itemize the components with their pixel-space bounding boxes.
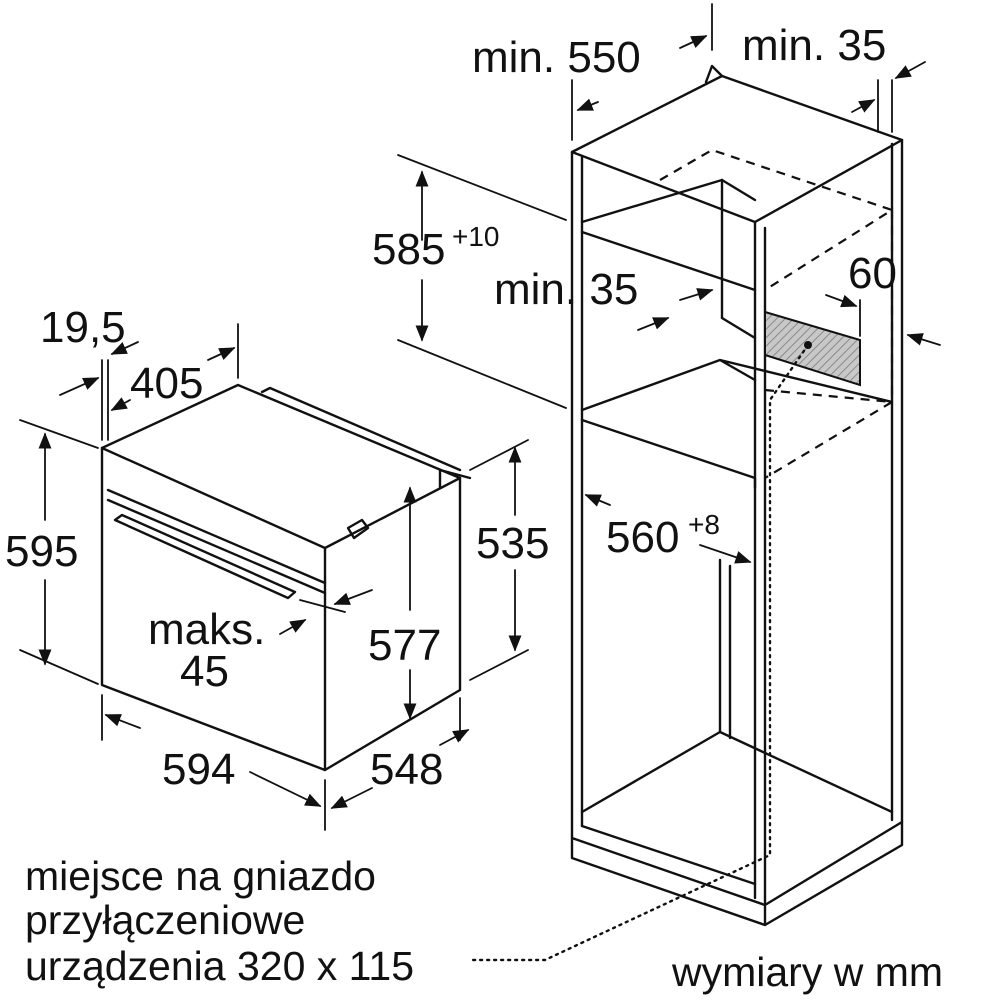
label-max: maks.	[148, 605, 265, 654]
note-socket-line2: przyłączeniowe	[25, 897, 305, 943]
note-socket-line1: miejsce na gniazdo	[25, 853, 376, 899]
label-niche-height: 585	[372, 225, 445, 274]
notes: miejsce na gniazdo przyłączeniowe urządz…	[25, 853, 943, 995]
label-oven-depth: 548	[370, 745, 443, 794]
label-niche-height-tol: +10	[452, 221, 500, 252]
label-cutout-height: 60	[848, 249, 897, 298]
label-cab-depth: min. 550	[472, 33, 641, 82]
label-inner-height: 577	[368, 621, 441, 670]
label-door-thickness: 19,5	[40, 303, 126, 352]
label-niche-width: 560	[606, 513, 679, 562]
oven	[100, 383, 472, 772]
socket-area	[764, 310, 861, 387]
label-niche-width-tol: +8	[688, 509, 720, 540]
oven-handle	[113, 513, 297, 600]
cabinet-top	[570, 74, 904, 224]
label-body-height: 535	[476, 519, 549, 568]
label-oven-height: 595	[5, 527, 78, 576]
label-cab-gap: min. 35	[742, 21, 886, 70]
label-max-value: 45	[180, 647, 229, 696]
cabinet	[468, 64, 904, 962]
note-units: wymiary w mm	[671, 949, 943, 995]
note-socket-line3: urządzenia 320 x 115	[25, 943, 414, 989]
label-handle-depth: 405	[130, 359, 203, 408]
dimension-lines	[19, 3, 941, 831]
label-oven-width: 594	[162, 745, 235, 794]
label-vent-gap: min. 35	[494, 265, 638, 314]
dimension-labels: min. 550 min. 35 585 +10 min. 35 60 560 …	[5, 21, 897, 794]
